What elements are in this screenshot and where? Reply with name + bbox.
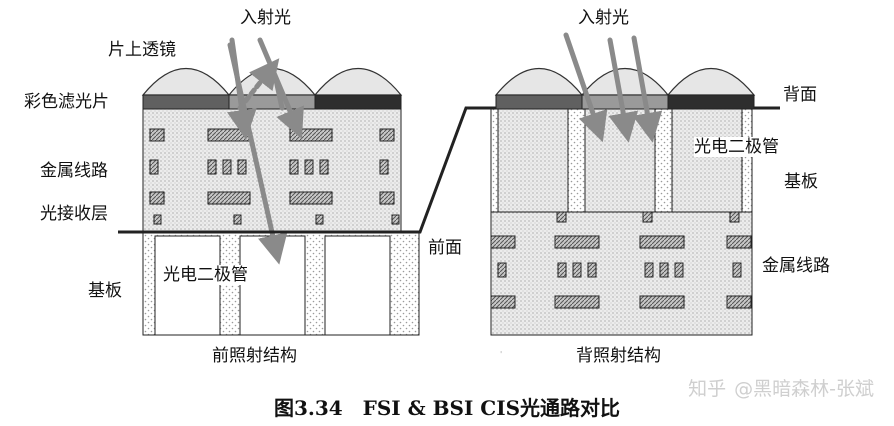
bsi-incident-light-label: 入射光 bbox=[578, 8, 629, 28]
bsi-substrate-label: 基板 bbox=[784, 172, 818, 192]
fsi-metal-wiring-label: 金属线路 bbox=[40, 161, 108, 181]
fsi-lens-1 bbox=[141, 68, 231, 96]
bsi-wiring-layer bbox=[490, 211, 753, 336]
bsi-structure bbox=[490, 32, 756, 336]
bsi-photodiode-label: 光电二极管 bbox=[694, 137, 779, 157]
bsi-back-side-label: 背面 bbox=[783, 85, 817, 105]
watermark: 知乎 @黑暗森林-张斌 bbox=[688, 374, 874, 401]
fsi-lens-3 bbox=[313, 68, 403, 96]
bsi-photodiodes bbox=[497, 108, 743, 213]
fsi-incident-light-label: 入射光 bbox=[240, 8, 291, 28]
bsi-filter-1 bbox=[495, 94, 583, 110]
fsi-structure bbox=[141, 37, 420, 336]
fsi-color-filter-label: 彩色滤光片 bbox=[24, 92, 109, 112]
fsi-filter-1 bbox=[142, 94, 230, 110]
figure-caption: 图3.34 FSI & BSI CIS光通路对比 bbox=[273, 396, 621, 420]
fsi-light-receiving-label: 光接收层 bbox=[40, 204, 108, 224]
bsi-lens-1 bbox=[494, 68, 584, 96]
bsi-filter-2 bbox=[581, 94, 669, 110]
fsi-light-rays bbox=[227, 37, 304, 265]
watermark-text: @黑暗森林-张斌 bbox=[734, 378, 874, 400]
fsi-photodiodes bbox=[154, 235, 391, 336]
bsi-metal-wiring-label: 金属线路 bbox=[762, 256, 830, 276]
bsi-structure-name: 背照射结构 bbox=[576, 346, 661, 366]
bsi-light-rays bbox=[563, 32, 663, 143]
fsi-lens-label: 片上透镜 bbox=[108, 40, 176, 60]
bsi-front-side-label: 前面 bbox=[428, 238, 462, 258]
fsi-filter-3 bbox=[314, 94, 402, 110]
bsi-metal-blocks bbox=[490, 211, 752, 309]
fsi-substrate-label: 基板 bbox=[88, 281, 122, 301]
bsi-lens-3 bbox=[666, 68, 756, 96]
fsi-wiring-layer bbox=[142, 108, 402, 233]
fsi-structure-name: 前照射结构 bbox=[212, 346, 297, 366]
bsi-lens-2 bbox=[580, 68, 670, 96]
bsi-filter-3 bbox=[667, 94, 755, 110]
fsi-photodiode-label: 光电二极管 bbox=[163, 265, 248, 285]
watermark-logo: 知乎 bbox=[688, 378, 727, 400]
tick-mark: ' bbox=[500, 350, 502, 359]
